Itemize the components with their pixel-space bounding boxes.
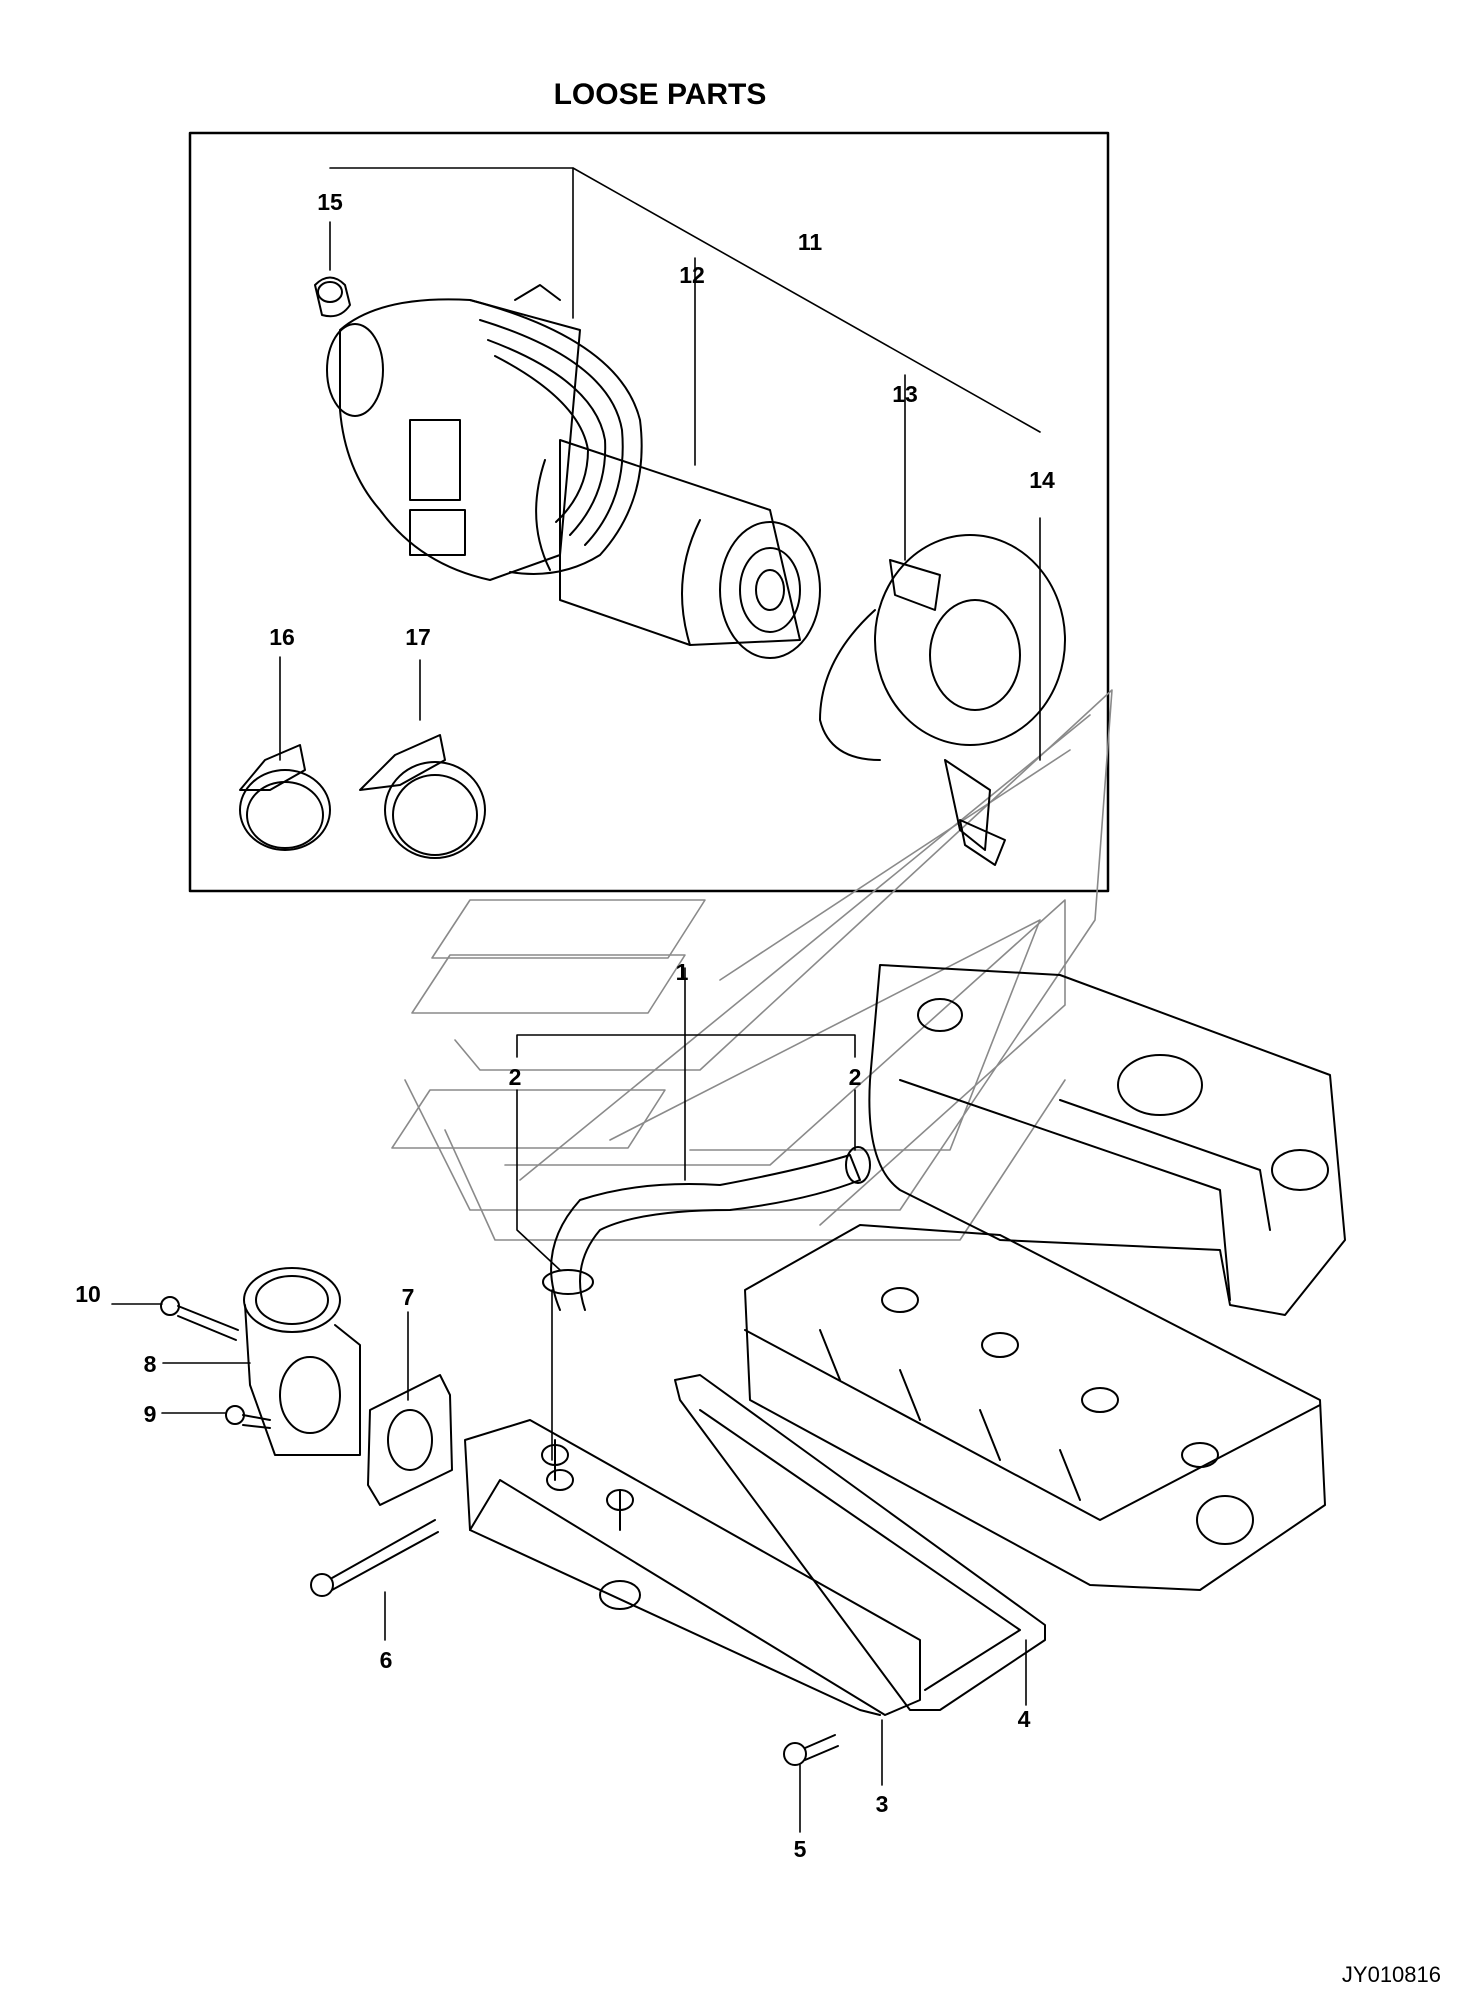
callout-10: 10	[75, 1281, 101, 1307]
callout-6: 6	[380, 1647, 393, 1673]
callout-17: 17	[405, 624, 431, 650]
watermark-logo	[391, 689, 1113, 1241]
hose-clamp-16	[239, 744, 331, 851]
bolt-5	[783, 1734, 839, 1766]
inlet-connector	[243, 1267, 361, 1456]
callout-15: 15	[317, 189, 343, 215]
leader-lines	[111, 167, 1041, 1833]
callout-14: 14	[1029, 467, 1055, 493]
callout-7: 7	[402, 1284, 415, 1310]
callout-4: 4	[1018, 1706, 1031, 1732]
vacuator-plug	[314, 276, 351, 318]
cylinder-head	[744, 1224, 1326, 1591]
callout-labels: 1 2 2 3 4 5 6 7 8 9 10 11 12 13 14 15 16…	[75, 189, 1055, 1862]
manifold-gasket	[674, 1374, 1046, 1711]
bolt-10	[160, 1296, 239, 1341]
callout-2b: 2	[849, 1064, 862, 1090]
bolt-6	[310, 1519, 439, 1597]
valve-cover	[868, 964, 1346, 1316]
callout-8: 8	[144, 1351, 157, 1377]
callout-5: 5	[794, 1836, 807, 1862]
air-cleaner-body	[326, 284, 643, 581]
callout-2a: 2	[509, 1064, 522, 1090]
callout-3: 3	[876, 1791, 889, 1817]
hose-clamp-17	[359, 734, 486, 859]
callout-1: 1	[676, 959, 689, 985]
figure-id: JY010816	[1341, 1962, 1441, 1987]
callout-9: 9	[144, 1401, 157, 1427]
breather-hose	[542, 1146, 871, 1311]
callout-12: 12	[679, 262, 705, 288]
callout-13: 13	[892, 381, 918, 407]
callout-11: 11	[798, 229, 823, 255]
filter-cover	[819, 534, 1066, 866]
intake-manifold	[464, 1419, 921, 1716]
loose-parts-frame	[188, 131, 1110, 893]
diagram-title: LOOSE PARTS	[553, 78, 767, 111]
connector-gasket	[367, 1374, 453, 1506]
callout-16: 16	[269, 624, 295, 650]
bolt-9	[225, 1405, 271, 1429]
filter-element	[535, 439, 821, 659]
